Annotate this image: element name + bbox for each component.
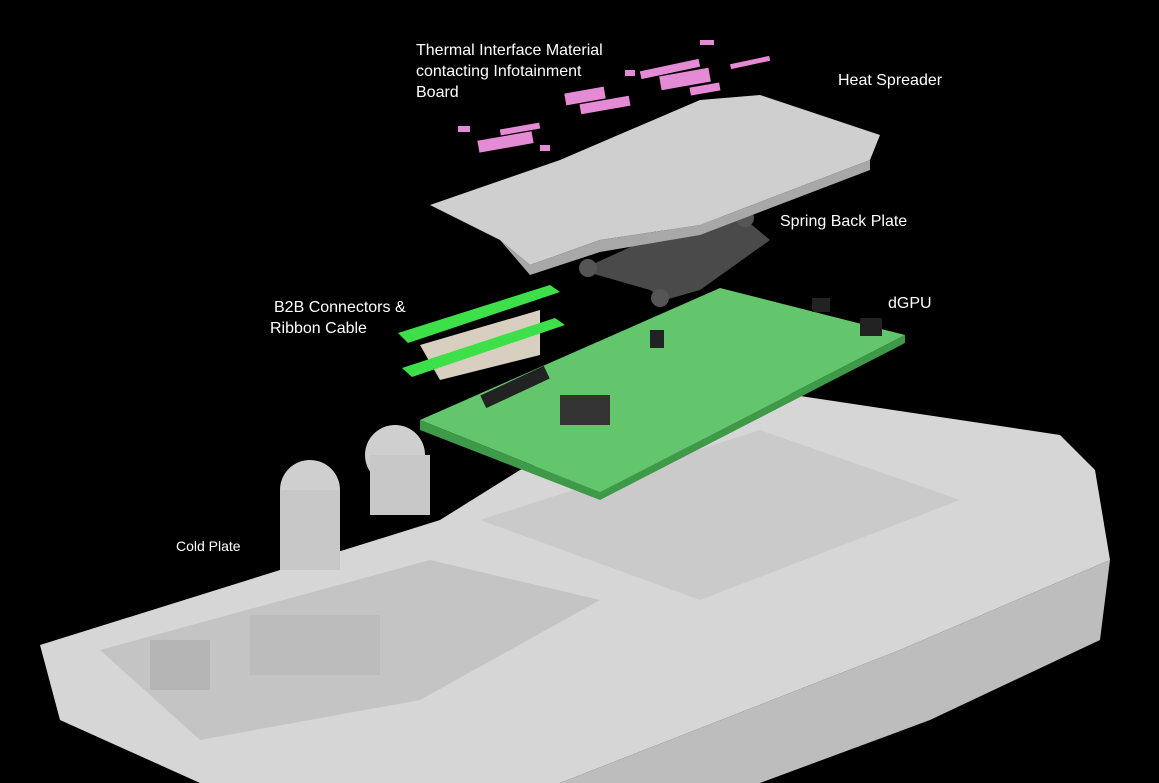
- dgpu-board: [420, 288, 905, 500]
- b2b-connectors-label-line1: B2B Connectors &: [274, 299, 406, 316]
- cold-plate-label: Cold Plate: [176, 538, 241, 554]
- thermal-interface-material: [458, 40, 771, 153]
- tim-label-line1: Thermal Interface Material: [416, 42, 603, 59]
- heat-spreader-label: Heat Spreader: [838, 72, 943, 89]
- b2b-connectors-label-line2: Ribbon Cable: [270, 320, 367, 337]
- heat-spreader: [430, 95, 880, 275]
- b2b-connectors: [398, 285, 565, 380]
- spring-back-plate-label: Spring Back Plate: [780, 213, 908, 230]
- dgpu-label: dGPU: [888, 295, 932, 312]
- cold-plate: [40, 390, 1110, 783]
- tim-label-line3: Board: [416, 84, 459, 101]
- tim-label: Thermal Interface Material contacting In…: [416, 40, 603, 103]
- tim-label-line2: contacting Infotainment: [416, 63, 582, 80]
